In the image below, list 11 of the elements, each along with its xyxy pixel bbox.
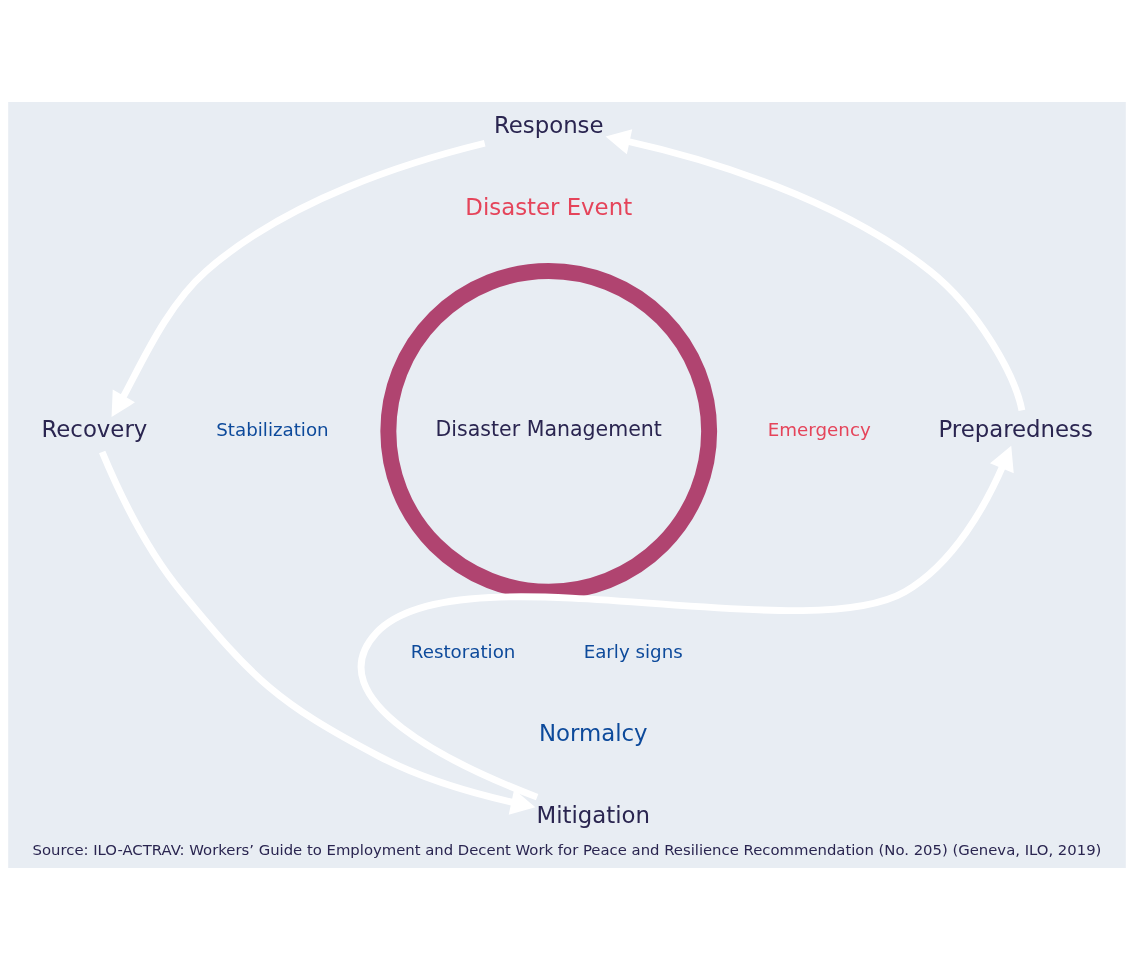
node-text: Response [493, 111, 604, 138]
label: Disaster Event [465, 193, 633, 220]
node-text: Mitigation [536, 801, 651, 828]
caption: Source: ILO-ACTRAV: Workers’ Guide to Employment and Decent Work for Peace and Resilience Recommendation (No. 205) (Geneva, ILO, 2019) [32, 840, 1102, 858]
label: Restoration [410, 640, 516, 662]
label: Normalcy [538, 719, 648, 746]
node-text: Preparedness [938, 415, 1093, 442]
node-text: Recovery [41, 415, 148, 442]
label: Early signs [583, 640, 683, 662]
label: Emergency [767, 418, 871, 440]
label: Stabilization [216, 418, 329, 440]
